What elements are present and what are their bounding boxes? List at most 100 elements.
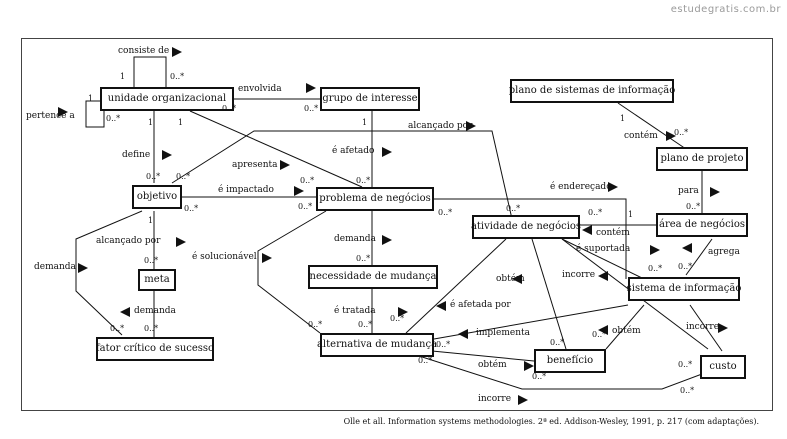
card-area-many-left: 0..* [588, 208, 603, 217]
arrow-alcancado-por-top [466, 121, 476, 131]
rel-obtem-bottom: obtém [478, 360, 507, 370]
rel-e-suportada: é suportada [576, 244, 631, 254]
arrow-e-tratada [398, 307, 408, 317]
rel-envolvida: envolvida [238, 84, 282, 94]
card-define-many: 0..* [146, 172, 161, 181]
rel-pertence-a: pertence a [26, 111, 75, 121]
card-define-one: 1 [148, 118, 154, 127]
rel-incorre-right: incorre [686, 322, 720, 332]
rel-e-impactado: é impactado [218, 185, 274, 195]
arrow-e-enderecado [608, 182, 618, 192]
card-necessidade-many-bottom: 0..* [436, 340, 451, 349]
arrow-envolvida [306, 83, 316, 93]
arrow-obtem-bottom [524, 361, 534, 371]
rel-contem-mid: contém [596, 228, 630, 238]
arrow-e-solucionavel [262, 253, 272, 263]
card-consiste-many: 0..* [170, 72, 185, 81]
edge-e-enderecado [434, 198, 627, 279]
entity-plano-de-sistemas-de-informacao[interactable]: plano de sistemas de informação [509, 79, 675, 103]
card-meta-many: 0..* [144, 256, 159, 265]
diagram-frame: unidade organizacional grupo de interess… [21, 38, 773, 411]
card-objetivo-many-right: 0..* [176, 172, 191, 181]
rel-implementa: implementa [476, 328, 531, 338]
entity-fator-critico-de-sucesso[interactable]: fator crítico de sucesso [96, 337, 214, 361]
edge-obtem-bottom [431, 350, 535, 362]
entity-necessidade-de-mudanca[interactable]: necessidade de mudança [308, 265, 438, 289]
card-custo-many-1: 0..* [678, 360, 693, 369]
entity-beneficio[interactable]: benefício [534, 349, 606, 373]
card-alternativa-many-1: 0..* [308, 320, 323, 329]
edge-alcancado-por-top [171, 130, 513, 220]
card-problema-many-right: 0..* [438, 208, 453, 217]
edge-incorre-bottom [415, 354, 711, 390]
arrow-apresenta [280, 160, 290, 170]
rel-contem-top: contém [624, 131, 658, 141]
card-agrega-many: 0..* [678, 262, 693, 271]
card-alternativa-many-3: 0..* [390, 314, 405, 323]
edge-e-solucionavel [257, 210, 327, 334]
entity-problema-de-negocios[interactable]: problema de negócios [316, 187, 434, 211]
card-objetivo-one: 1 [148, 216, 154, 225]
entity-sistema-de-informacao[interactable]: sistema de informação [627, 277, 741, 301]
arrow-agrega [682, 243, 692, 253]
entity-area-de-negocios[interactable]: área de negócios [656, 213, 748, 237]
card-afetado-many: 0..* [356, 176, 371, 185]
arrow-e-suportada [650, 245, 660, 255]
rel-alcancado-por-left: alcançado por [96, 236, 161, 246]
card-para-many: 0..* [686, 202, 701, 211]
entity-atividade-de-negocios[interactable]: atividade de negócios [471, 215, 581, 239]
arrow-demanda-mid [382, 235, 392, 245]
entity-meta[interactable]: meta [138, 269, 176, 291]
rel-apresenta: apresenta [232, 160, 278, 170]
entity-unidade-organizacional[interactable]: unidade organizacional [100, 87, 234, 111]
rel-e-afetado: é afetado [332, 146, 375, 156]
arrow-implementa [458, 329, 468, 339]
arrow-e-impactado [294, 186, 304, 196]
card-beneficio-many-1: 0..* [550, 338, 565, 347]
rel-incorre-top: incorre [562, 270, 596, 280]
entity-plano-de-projeto[interactable]: plano de projeto [656, 147, 748, 171]
card-envolvida-many-right: 0..* [304, 104, 319, 113]
rel-e-enderecado: é endereçado [550, 182, 612, 192]
arrow-incorre-top [598, 271, 608, 281]
edge-e-afetada-por [405, 238, 507, 334]
arrow-contem-mid [582, 225, 592, 235]
arrow-demanda-meta [120, 307, 130, 317]
card-beneficio-many-3: 0..* [532, 372, 547, 381]
card-alternativa-many-4: 0..* [418, 356, 433, 365]
arrow-obtem-right [598, 325, 608, 335]
arrow-incorre-bottom [518, 395, 528, 405]
card-alternativa-many-2: 0..* [358, 320, 373, 329]
card-contem-many: 0..* [674, 128, 689, 137]
arrow-para [710, 187, 720, 197]
card-beneficio-many-2: 0..* [592, 330, 607, 339]
rel-incorre-bottom: incorre [478, 394, 512, 404]
rel-define: define [122, 150, 151, 160]
edge-contem-top [617, 102, 687, 150]
arrow-e-afetado [382, 147, 392, 157]
entity-grupo-de-interesse[interactable]: grupo de interesse [320, 87, 420, 111]
rel-alcancado-por-top: alcançado por [408, 121, 473, 131]
edge-pertence-a [85, 100, 105, 128]
edge-obtem-top [531, 238, 567, 350]
watermark: estudegratis.com.br [670, 4, 781, 15]
entity-alternativa-de-mudanca[interactable]: alternativa de mudança [317, 333, 437, 357]
card-objetivo-impact-many: 0..* [184, 204, 199, 213]
card-sistema-many-top: 0..* [648, 264, 663, 273]
card-fator-many-left: 0..* [110, 324, 125, 333]
rel-e-solucionavel: é solucionável [192, 252, 257, 262]
card-problema-many-left: 0..* [298, 202, 313, 211]
edge-incorre-right [689, 304, 723, 352]
entity-objetivo[interactable]: objetivo [132, 185, 182, 209]
arrow-alcancado-por-left [176, 237, 186, 247]
arrow-demanda-left [78, 263, 88, 273]
entity-custo[interactable]: custo [700, 355, 746, 379]
card-consiste-one: 1 [120, 72, 126, 81]
rel-obtem-top: obtém [496, 274, 525, 284]
edge-apresenta-1 [189, 110, 363, 188]
rel-agrega: agrega [708, 247, 740, 257]
card-fator-many-right: 0..* [144, 324, 159, 333]
rel-para: para [678, 186, 699, 196]
rel-obtem-right: obtém [612, 326, 641, 336]
card-grupo-one: 1 [362, 118, 368, 127]
